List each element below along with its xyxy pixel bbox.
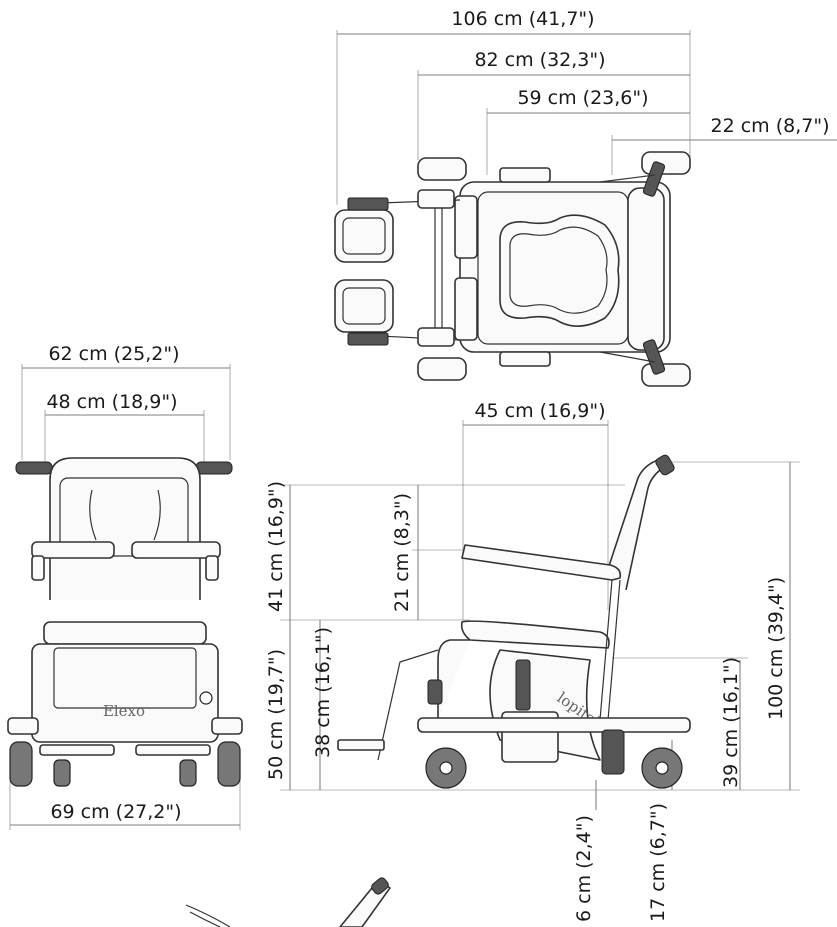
armrest-top-right xyxy=(454,277,478,341)
push-handle-front-left xyxy=(15,461,53,475)
dim-label-100: 100 cm (39,4") xyxy=(765,577,787,720)
dim-label-21: 21 cm (8,3") xyxy=(391,493,413,612)
caster-top-front-left xyxy=(417,157,467,181)
dim-label-59: 59 cm (23,6") xyxy=(517,87,648,109)
footplate-label-left xyxy=(347,197,389,211)
armrest-top-left xyxy=(454,195,478,259)
caster-top-rear-right xyxy=(641,363,691,387)
caster-top-front-right xyxy=(417,357,467,381)
backrest-top xyxy=(627,187,665,351)
dim-label-45: 45 cm (16,9") xyxy=(474,400,605,422)
dim-label-22: 22 cm (8,7") xyxy=(711,115,830,137)
footplate-label-right xyxy=(347,332,389,346)
push-handle-front-right xyxy=(195,461,233,475)
footplate-right xyxy=(334,279,394,333)
dim-label-62: 62 cm (25,2") xyxy=(48,343,179,365)
footrest-side xyxy=(337,739,385,751)
push-handle-top-right xyxy=(642,339,666,375)
dim-label-48: 48 cm (18,9") xyxy=(46,391,177,413)
front-view: 62 cm (25,2") 48 cm (18,9") 69 cm (27,2"… xyxy=(7,343,243,830)
base-front xyxy=(31,643,219,743)
bottom-rail-side xyxy=(417,717,691,733)
front-frame-side xyxy=(437,639,470,720)
side-view: 45 cm (16,9") 50 cm (19,7") 41 cm (16,9"… xyxy=(265,400,800,922)
wheel-front-left xyxy=(9,741,33,787)
push-handle-top-left xyxy=(642,161,666,197)
dim-label-6: 6 cm (2,4") xyxy=(573,815,595,922)
seat-front xyxy=(43,621,207,645)
control-knob-front xyxy=(199,691,213,705)
top-view: 106 cm (41,7") 82 cm (32,3") 59 cm (23,6… xyxy=(334,8,837,387)
dim-label-82: 82 cm (32,3") xyxy=(474,49,605,71)
push-handle-side xyxy=(655,454,675,476)
brand-front: Elexo xyxy=(103,702,145,720)
dim-label-41: 41 cm (16,9") xyxy=(265,481,287,612)
footrest-front-left xyxy=(39,744,115,756)
dim-label-38: 38 cm (16,1") xyxy=(312,627,334,758)
brake-pedal-side xyxy=(601,729,625,775)
dim-label-106: 106 cm (41,7") xyxy=(451,8,594,30)
backrest-frame-front xyxy=(49,457,201,600)
dim-label-69: 69 cm (27,2") xyxy=(50,801,181,823)
commode-opening xyxy=(499,214,620,327)
footrest-front-right xyxy=(135,744,211,756)
dim-label-39: 39 cm (16,1") xyxy=(720,657,742,788)
lift-actuator xyxy=(515,659,531,711)
wheel-front-right xyxy=(217,741,241,787)
armrest-front-right xyxy=(131,541,221,559)
armrest-front-left xyxy=(31,541,115,559)
armrest-side xyxy=(461,544,622,581)
seat-side xyxy=(460,620,610,649)
caster-top-rear-left xyxy=(641,151,691,175)
partial-lower-view xyxy=(185,877,391,927)
dim-label-50: 50 cm (19,7") xyxy=(265,649,287,780)
dim-label-17: 17 cm (6,7") xyxy=(647,803,669,922)
